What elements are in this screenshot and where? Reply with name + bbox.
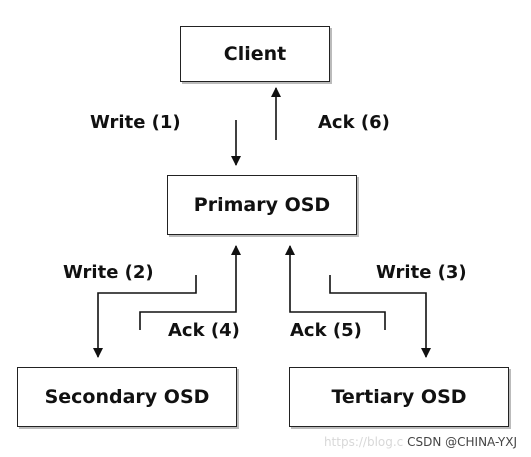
arrow-write-2 xyxy=(93,275,197,358)
primary-osd-label: Primary OSD xyxy=(193,194,331,216)
arrow-ack-5 xyxy=(285,245,386,330)
ack-4-label: Ack (4) xyxy=(168,320,240,341)
arrow-write-3 xyxy=(329,275,431,358)
watermark-url: https://blog.c xyxy=(323,435,404,449)
client-label: Client xyxy=(223,43,287,65)
secondary-osd-node: Secondary OSD xyxy=(17,367,237,427)
write-2-label: Write (2) xyxy=(63,262,154,283)
watermark: https://blog.c CSDN @CHINA-YXJ xyxy=(324,435,517,449)
ack-5-label: Ack (5) xyxy=(290,320,362,341)
client-node: Client xyxy=(180,26,330,82)
write-3-label: Write (3) xyxy=(376,262,467,283)
write-1-label: Write (1) xyxy=(90,112,181,133)
watermark-author: CSDN @CHINA-YXJ xyxy=(407,435,517,449)
secondary-osd-label: Secondary OSD xyxy=(44,386,210,408)
tertiary-osd-label: Tertiary OSD xyxy=(331,386,467,408)
tertiary-osd-node: Tertiary OSD xyxy=(289,367,509,427)
arrow-ack-4 xyxy=(139,245,241,330)
ack-6-label: Ack (6) xyxy=(318,112,390,133)
primary-osd-node: Primary OSD xyxy=(167,175,357,235)
